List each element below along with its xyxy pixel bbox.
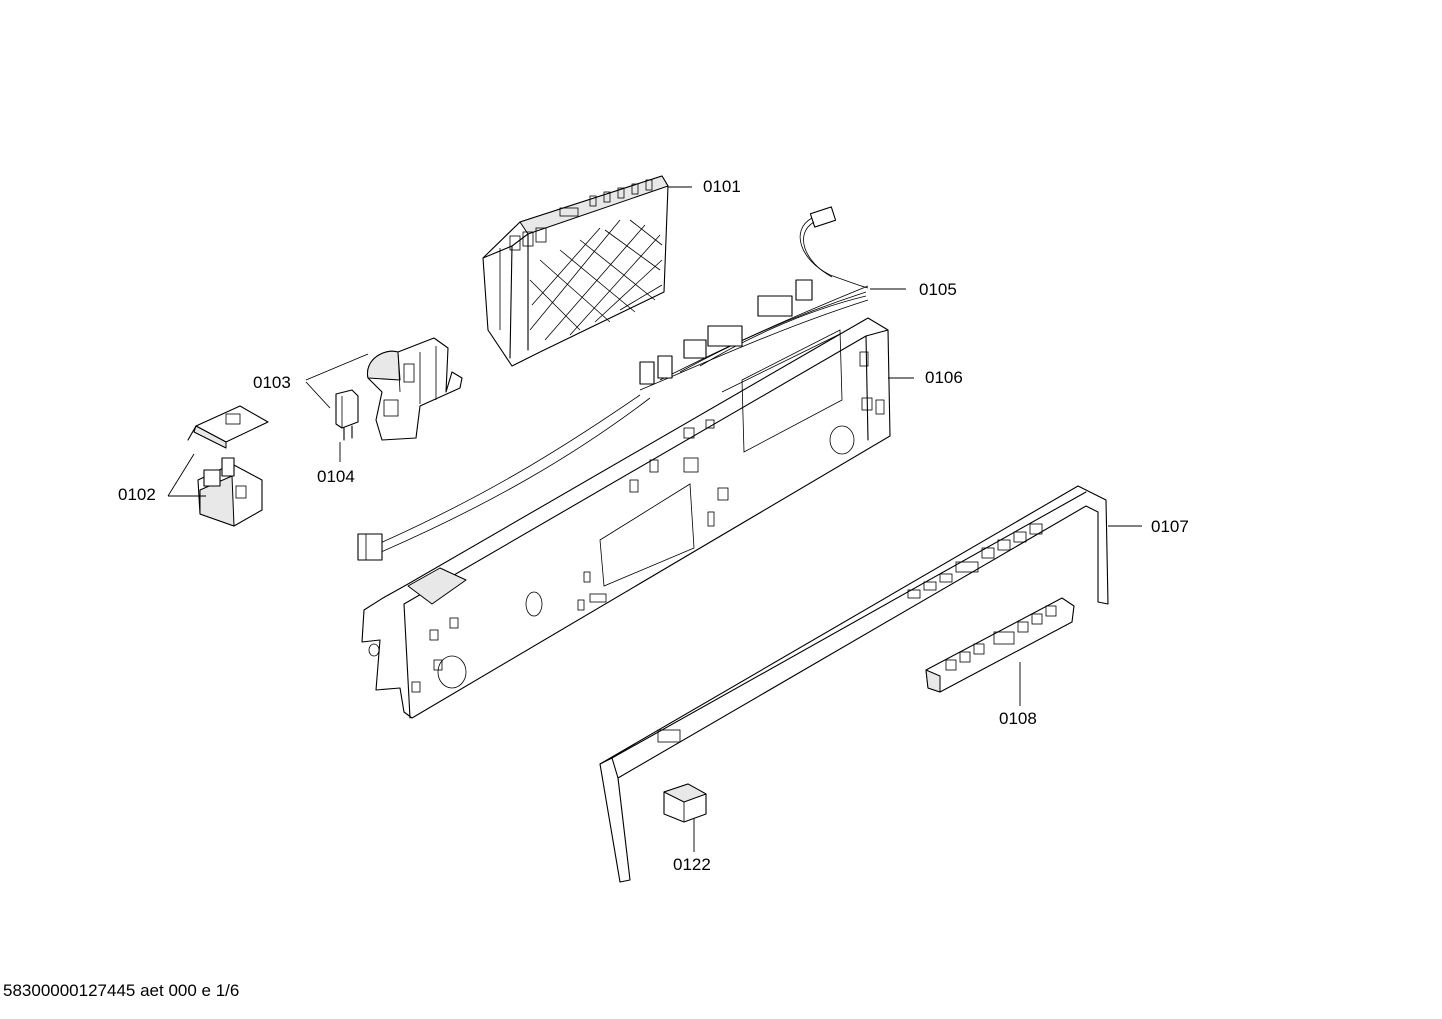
label-0103: 0103 <box>253 373 291 392</box>
part-0104-capacitor <box>335 389 359 462</box>
label-0104: 0104 <box>317 467 355 486</box>
part-0108-button-strip <box>925 597 1075 706</box>
label-0106: 0106 <box>925 368 963 387</box>
part-0105-wiring-harness <box>359 206 906 557</box>
label-0108: 0108 <box>999 709 1037 728</box>
part-0122-button <box>663 783 707 852</box>
label-0105: 0105 <box>919 280 957 299</box>
label-0102: 0102 <box>118 485 156 504</box>
label-0101: 0101 <box>703 177 741 196</box>
part-0101-electronic-module <box>482 175 692 367</box>
part-0107-facia <box>599 485 1142 883</box>
part-0102-relay <box>167 405 269 527</box>
label-0107: 0107 <box>1151 517 1189 536</box>
part-0106-panel-frame <box>357 317 914 719</box>
document-code: 58300000127445 aet 000 e 1/6 <box>3 981 240 1000</box>
part-0103-switch <box>305 337 463 441</box>
label-0122: 0122 <box>673 855 711 874</box>
